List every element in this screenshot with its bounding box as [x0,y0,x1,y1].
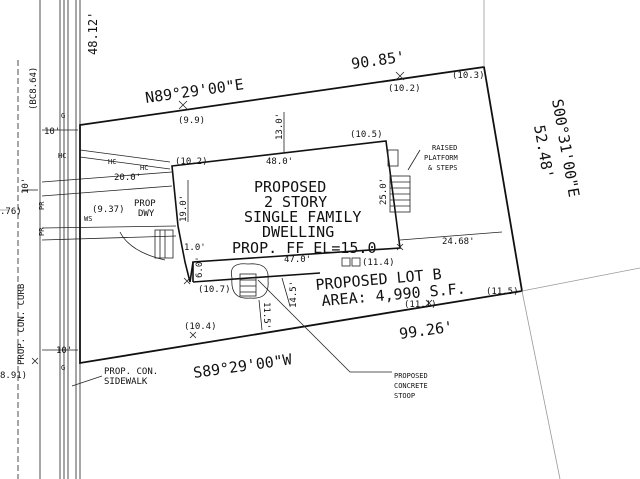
dim-19: 19.0' [179,195,189,222]
hc-label-3: HC [140,164,148,172]
setback-13: 13.0' [275,113,285,140]
pr-label-b: PR [38,227,46,236]
elev-937: (9.37) [92,205,125,215]
platform-line-2: PLATFORM [424,154,458,162]
raised-platform-steps [387,149,421,213]
platform-line-3: & STEPS [428,164,458,172]
dim-10-bot: 10' [56,346,72,356]
drawing-labels: 48.12' N89°29'00"E 90.85' S00°31'00"E 52… [0,12,583,400]
top-road-dim: 48.12' [86,12,100,55]
dim-47: 47.0' [284,255,311,265]
north-length: 90.85' [350,48,406,73]
survey-ticks [31,71,433,365]
dwelling-line-5: PROP. FF EL=15.0 [232,239,377,257]
ws-label: WS [84,215,92,223]
dim-20: 20.0' [114,173,141,183]
elev-111: (11.1) [404,300,437,310]
dimension-lines [22,112,503,351]
sidewalk-label-1: PROP. CON. [104,367,158,377]
building-width: 48.0' [266,157,293,167]
south-bearing: S89°29'00"W [192,350,294,382]
stoop-line-2: CONCRETE [394,382,428,390]
elev-114: (11.4) [362,258,395,268]
dim-10-mid: 10' [21,178,31,194]
hc-label-2: HC [108,158,116,166]
dwelling-line-2: 2 STORY [264,193,327,211]
platform-line-1: RAISED [432,144,457,152]
bc-elevation: (BC8.64) [29,67,39,110]
building-depth: 25.0' [379,178,389,205]
left-elev-bot: 8.91) [0,371,27,381]
left-elev-top: .76) [0,207,22,217]
stoop-line-3: STOOP [394,392,415,400]
dim-11-5: 11.5' [261,302,271,329]
driveway-label-1: PROP [134,199,156,209]
pr-label-a: PR [38,201,46,210]
driveway-label-2: DWY [138,209,155,219]
sidewalk-label-2: SIDEWALK [104,377,148,387]
gas-line-top: G [61,112,65,120]
curb-label: PROP. CON. CURB [17,284,27,365]
dim-6: 6.0' [195,256,205,278]
stoop-line-1: PROPOSED [394,372,428,380]
dwelling-line-3: SINGLE FAMILY [244,208,361,226]
dim-14-5: 14.5' [289,281,299,308]
elev-107: (10.7) [198,285,231,295]
elev-n: (10.2) [388,84,421,94]
north-bearing: N89°29'00"E [144,75,245,107]
elev-104: (10.4) [184,322,217,332]
elev-ne: (10.3) [452,71,485,81]
dwelling-line-1: PROPOSED [254,178,326,196]
dim-24-68: 24.68' [442,237,475,247]
gas-line-bot: G [61,364,65,372]
east-bearing: S00°31'00"E [548,98,583,199]
hc-label-1: HC [58,152,66,160]
driveway [41,149,177,261]
south-length: 99.26' [398,318,454,343]
dwelling-line-4: DWELLING [262,223,334,241]
concrete-stoop [230,263,392,373]
elev-bldg-nw: (10.2) [175,157,208,167]
east-length: 52.48' [530,124,557,180]
elev-nw: (9.9) [178,116,205,126]
dim-1: 1.0' [184,243,206,253]
elev-115: (11.5) [486,287,519,297]
elev-bldg-ne: (10.5) [350,130,383,140]
dim-10-top: 10' [44,127,60,137]
